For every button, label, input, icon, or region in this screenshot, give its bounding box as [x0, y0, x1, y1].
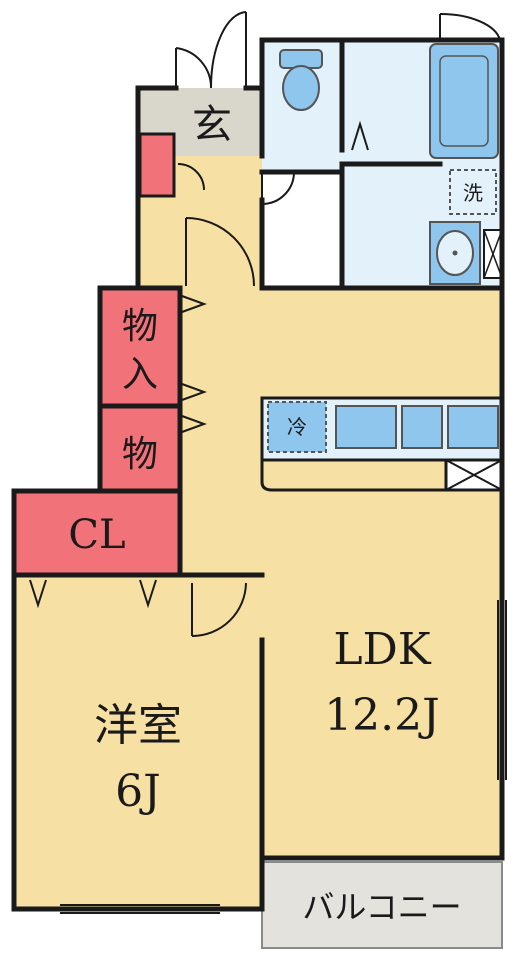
ldk-size: 12.2J — [324, 690, 440, 741]
counter-end — [447, 405, 499, 449]
washer-space — [449, 169, 497, 215]
counter-front — [260, 460, 446, 492]
balcony-floor — [261, 861, 503, 949]
vanity-drain — [452, 250, 458, 256]
western-room-floor — [14, 575, 262, 909]
storage-2-fill — [100, 406, 180, 491]
ldk-name: LDK — [333, 624, 431, 675]
bathtub-inner — [439, 55, 489, 147]
window-marks — [60, 600, 507, 914]
doors — [175, 11, 501, 637]
stove — [401, 405, 443, 449]
storage-1-fill — [100, 288, 180, 406]
washroom-duct-cross-2 — [483, 229, 503, 279]
walls — [11, 37, 505, 912]
folding-door-marks — [29, 295, 207, 609]
storage-1-char: 物 — [122, 306, 158, 347]
shoe-cabinet — [138, 132, 176, 198]
storage-2-label: 物 — [122, 434, 158, 475]
toilet-bowl — [282, 65, 320, 111]
entrance-label: 玄 — [192, 102, 232, 148]
western-room-size: 6J — [115, 766, 161, 817]
washer-label: 洗 — [463, 181, 483, 205]
fridge-space — [267, 401, 327, 453]
western-room-name: 洋室 — [94, 700, 182, 751]
closet-label: CL — [68, 512, 125, 558]
duct-cross-2 — [445, 459, 503, 491]
sink — [335, 405, 397, 449]
bathtub — [429, 43, 499, 159]
fridge-label: 冷 — [287, 415, 307, 439]
closet-fill — [14, 491, 180, 575]
storage-1-label: 物入 — [122, 306, 158, 395]
balcony-label: バルコニー — [302, 888, 461, 926]
storage-1-char: 入 — [122, 354, 158, 395]
